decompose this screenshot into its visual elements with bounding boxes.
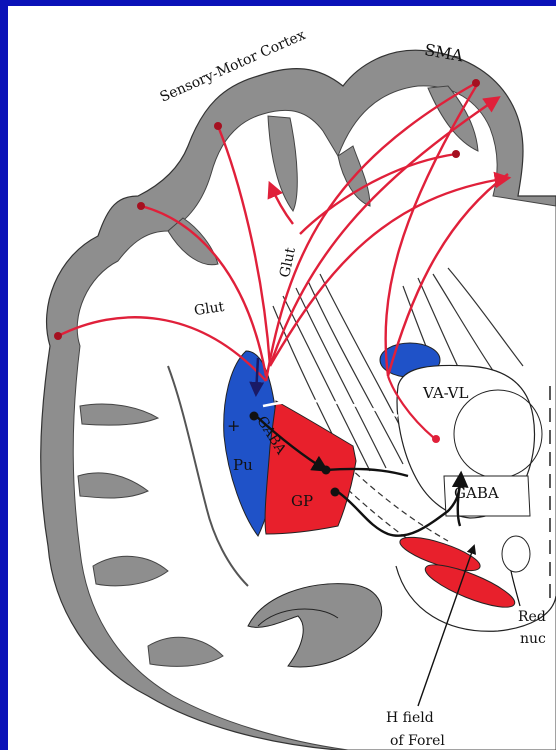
va-vl-neuron-dot — [432, 435, 440, 443]
glut-left-label: Glut — [193, 300, 225, 318]
va-vl-label: VA-VL — [423, 386, 468, 401]
gaba-thalamic-label: GABA — [454, 486, 499, 501]
putamen-label: Pu — [233, 458, 253, 473]
diagram-frame: Sensory-Motor Cortex SMA Glut Glut + GAB… — [8, 6, 556, 750]
red-nucleus-label-line2: nuc — [520, 632, 546, 646]
brain-section-diagram — [8, 6, 556, 750]
h-field-label-line1: H field — [386, 711, 434, 725]
red-nucleus — [502, 536, 530, 572]
red-nucleus-label-line1: Red — [518, 610, 546, 624]
globus-pallidus-label: GP — [291, 494, 313, 509]
excitatory-plus-label: + — [227, 418, 240, 434]
h-field-label-line2: of Forel — [390, 734, 445, 748]
